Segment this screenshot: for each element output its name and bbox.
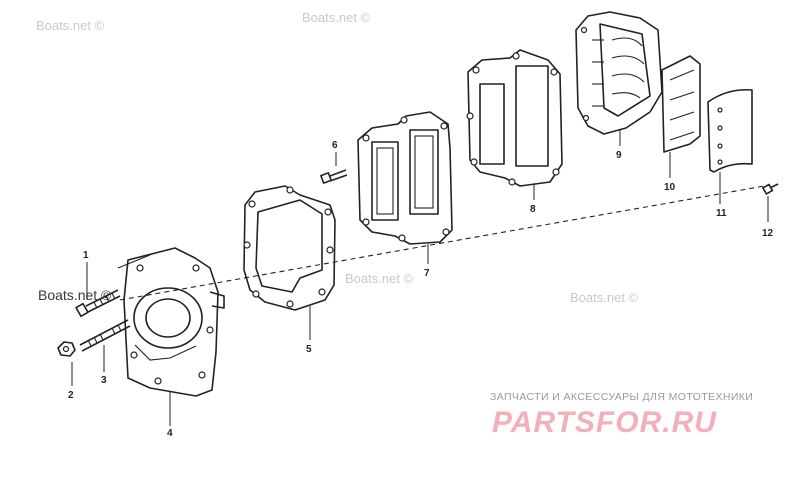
- callout-6: 6: [332, 140, 338, 151]
- callout-7: 7: [424, 268, 430, 279]
- part-6-screw: [320, 169, 348, 184]
- callout-4: 4: [167, 428, 173, 439]
- brand-tagline: ЗАПЧАСТИ И АКСЕССУАРЫ ДЛЯ МОТОТЕХНИКИ: [490, 391, 753, 403]
- part-9-reed-cage: [575, 11, 663, 135]
- part-2-nut: [57, 341, 76, 357]
- brand-logo-text: PARTSFOR.RU: [492, 406, 717, 439]
- part-7-reed-plate: [357, 111, 453, 245]
- callout-5: 5: [306, 344, 312, 355]
- watermark-mid-right-1: Boats.net ©: [345, 271, 414, 286]
- part-1-bolt: [75, 289, 121, 318]
- callout-8: 8: [530, 204, 536, 215]
- leader-lines: [71, 130, 769, 426]
- part-8-gasket: [466, 49, 563, 187]
- callout-1: 1: [83, 250, 89, 261]
- assembly-axis-line: [119, 184, 771, 301]
- callout-11: 11: [716, 208, 727, 219]
- part-12-screw: [762, 183, 779, 195]
- callout-10: 10: [664, 182, 676, 193]
- callout-3: 3: [101, 375, 107, 386]
- part-11-reed-stop: [707, 88, 753, 173]
- callout-12: 12: [762, 228, 774, 239]
- part-4-adapter-housing: [117, 247, 225, 397]
- part-5-gasket: [243, 185, 336, 311]
- watermark-top-mid: Boats.net ©: [302, 10, 371, 25]
- part-10-reed-petals: [661, 55, 701, 153]
- callout-2: 2: [68, 390, 74, 401]
- part-3-stud: [79, 319, 131, 352]
- watermark-left: Boats.net ©: [38, 287, 112, 303]
- watermark-mid-right-2: Boats.net ©: [570, 290, 639, 305]
- watermark-top-left: Boats.net ©: [36, 18, 105, 33]
- callout-9: 9: [616, 150, 622, 161]
